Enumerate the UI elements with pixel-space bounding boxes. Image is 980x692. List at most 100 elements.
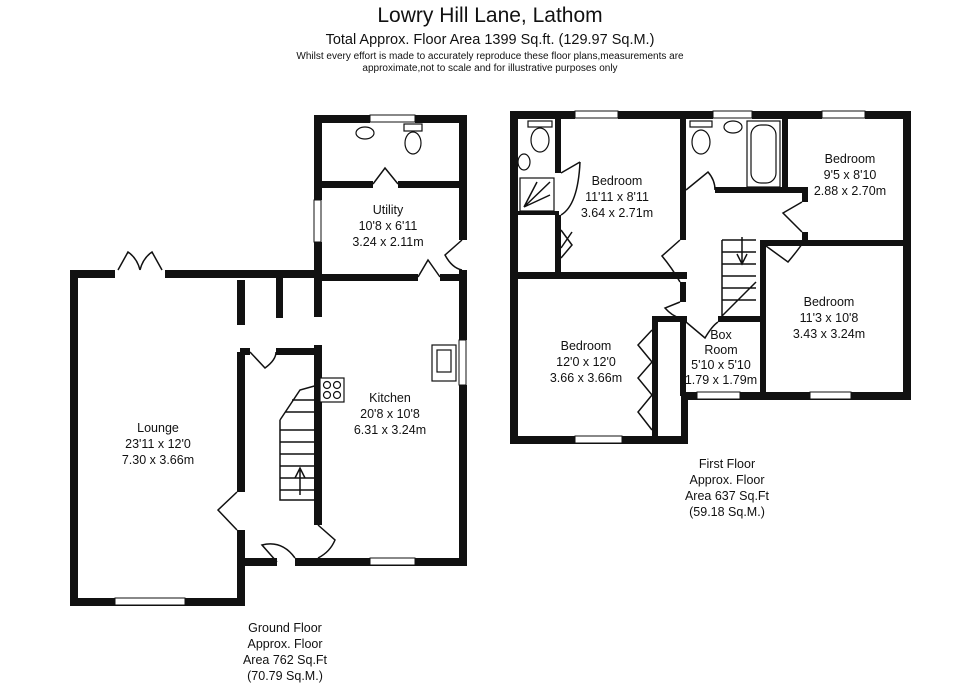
wall (802, 187, 808, 202)
wall (718, 316, 762, 322)
room-dimensions-metric: 7.30 x 3.66m (122, 453, 194, 467)
basin-icon (355, 126, 375, 140)
wall (515, 272, 687, 279)
caption-line: Ground Floor (248, 621, 322, 635)
hob-ring (322, 380, 332, 390)
kitchen-door (317, 524, 336, 559)
wall (459, 115, 467, 240)
room-dimensions-imperial: 23'11 x 12'0 (125, 437, 191, 451)
bedroom-door (781, 201, 803, 233)
room-label-utility: Utility 10'8 x 6'11 3.24 x 2.11m (352, 203, 423, 249)
cupboard-door (249, 351, 277, 369)
room-dimensions-imperial: 20'8 x 10'8 (360, 407, 420, 421)
hob-ring (322, 390, 332, 400)
window (696, 391, 741, 400)
wall (802, 232, 808, 244)
room-dimensions-imperial: 11'11 x 8'11 (585, 190, 649, 204)
disclaimer-line-1: Whilst every effort is made to accuratel… (296, 51, 684, 62)
bedroom-door (660, 239, 681, 283)
box-room-door (685, 321, 719, 340)
room-dimensions-metric: 3.64 x 2.71m (581, 206, 653, 220)
first-floor-caption: First Floor Approx. Floor Area 637 Sq.Ft… (642, 456, 812, 520)
window (821, 110, 866, 119)
toilet-cistern-icon (403, 123, 423, 132)
wall (70, 270, 115, 278)
caption-line: Approx. Floor (247, 637, 323, 651)
wall (782, 115, 788, 191)
wall (681, 392, 688, 444)
wc-door (372, 166, 399, 185)
window (369, 557, 416, 566)
basin-icon (723, 120, 743, 134)
window (574, 110, 619, 119)
caption-line: Area 637 Sq.Ft (684, 489, 770, 503)
wall (318, 181, 373, 188)
basin-icon (517, 153, 531, 171)
wall (680, 318, 686, 396)
wall (459, 270, 467, 340)
disclaimer-line-2: approximate,not to scale and for illustr… (362, 63, 618, 74)
room-name: Utility (373, 203, 404, 217)
wardrobe-doors (637, 329, 653, 431)
room-dimensions-metric: 2.88 x 2.70m (814, 184, 886, 198)
wall (318, 274, 418, 281)
caption-line: (70.79 Sq.M.) (247, 669, 323, 683)
first-floor-plan: Bedroom 11'11 x 8'11 3.64 x 2.71m Bedroo… (510, 110, 911, 444)
wall (903, 111, 911, 400)
wall (515, 211, 559, 215)
caption-line: Area 762 Sq.Ft (242, 653, 328, 667)
lounge-door (216, 491, 238, 531)
wall (652, 316, 687, 322)
toilet-icon (404, 131, 422, 155)
wall (652, 316, 658, 441)
total-area: Total Approx. Floor Area 1399 Sq.ft. (12… (325, 32, 655, 48)
wall (440, 274, 462, 281)
room-dimensions-imperial: 12'0 x 12'0 (556, 355, 616, 369)
wall (510, 111, 575, 119)
ground-floor-plan: Lounge 23'11 x 12'0 7.30 x 3.66m Kitchen… (70, 114, 467, 606)
window (114, 597, 186, 606)
window (712, 110, 753, 119)
wall (70, 270, 78, 605)
wall (555, 215, 561, 275)
wall (681, 392, 910, 400)
room-dimensions-imperial: 9'5 x 8'10 (824, 168, 877, 182)
bedroom-door (663, 301, 681, 319)
caption-line: First Floor (698, 457, 756, 471)
wall (618, 111, 713, 119)
room-label-bedroom-1: Bedroom 11'11 x 8'11 3.64 x 2.71m (581, 174, 653, 220)
room-label-box-room: Box Room 5'10 x 5'10 1.79 x 1.79m (685, 328, 757, 387)
room-dimensions-imperial: 10'8 x 6'11 (359, 219, 418, 233)
bathroom-door (685, 170, 716, 191)
staircase (279, 384, 319, 501)
room-dimensions-metric: 6.31 x 3.24m (354, 423, 426, 437)
toilet-cistern-icon (689, 120, 713, 128)
toilet-cistern-icon (527, 120, 553, 128)
room-name: Bedroom (804, 295, 855, 309)
hob-icon (319, 377, 345, 403)
room-label-bedroom-4: Bedroom 12'0 x 12'0 3.66 x 3.66m (550, 339, 622, 385)
room-name: Box (710, 328, 732, 342)
wall (314, 345, 322, 525)
wall (237, 530, 245, 605)
wall (314, 115, 370, 123)
wall (510, 111, 518, 443)
bath-tub (750, 124, 777, 184)
wall (240, 348, 250, 355)
window (574, 435, 623, 444)
room-label-lounge: Lounge 23'11 x 12'0 7.30 x 3.66m (122, 421, 194, 467)
room-name: Bedroom (592, 174, 643, 188)
wardrobe-doors (560, 229, 573, 259)
room-dimensions-metric: 3.66 x 3.66m (550, 371, 622, 385)
hob-ring (332, 380, 342, 390)
room-name: Lounge (137, 421, 179, 435)
wall (555, 115, 561, 173)
room-dimensions-imperial: 11'3 x 10'8 (800, 311, 859, 325)
stair-arrow-icon (294, 466, 306, 495)
sink-bowl (436, 349, 452, 373)
toilet-icon (691, 129, 711, 155)
wall (459, 385, 467, 566)
window (809, 391, 852, 400)
room-name: Kitchen (369, 391, 411, 405)
